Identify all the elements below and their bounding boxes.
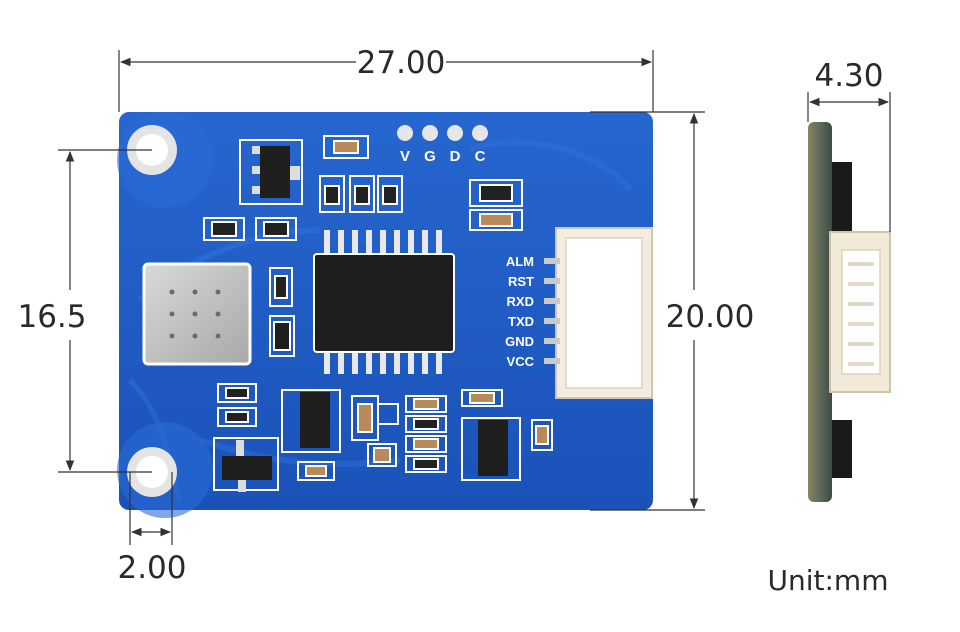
passive-components <box>203 135 553 481</box>
dimension-hole-offset-label: 2.00 <box>117 550 186 586</box>
silk-label-d: D <box>450 148 461 165</box>
regulator-chip-top <box>239 139 303 205</box>
pin-label-gnd: GND <box>505 334 534 349</box>
silk-label-g: G <box>424 148 436 165</box>
pin-label-alm: ALM <box>506 254 534 269</box>
pin-labels: ALM RST RXD TXD GND VCC <box>505 254 534 369</box>
dimension-width: 27.00 <box>118 45 654 112</box>
dimension-width-label: 27.00 <box>357 45 446 81</box>
transistor-chip-right <box>461 417 521 481</box>
sensor-shield-can <box>142 262 252 366</box>
dimension-height-label: 20.00 <box>666 299 755 335</box>
transistor-chip-left <box>281 389 341 453</box>
pin-label-rxd: RXD <box>507 294 534 309</box>
unit-label: Unit:mm <box>768 564 889 597</box>
pin-label-rst: RST <box>508 274 534 289</box>
dimension-thickness: 4.30 <box>807 58 891 232</box>
sot23-chip-bottom <box>213 437 279 492</box>
pin-label-txd: TXD <box>508 314 534 329</box>
side-view-board <box>808 122 891 502</box>
silk-label-c: C <box>475 148 486 165</box>
main-ic-chip <box>313 230 455 374</box>
dimension-thickness-label: 4.30 <box>814 58 883 94</box>
silk-label-v: V <box>400 148 410 165</box>
pin-header-connector <box>544 227 653 399</box>
dimension-hole-spacing-label: 16.5 <box>17 299 86 335</box>
dimension-hole-offset: 2.00 <box>117 472 187 586</box>
dimension-hole-spacing: 16.5 <box>17 149 152 473</box>
pin-label-vcc: VCC <box>507 354 535 369</box>
dimension-height: 20.00 <box>590 111 755 511</box>
test-pads: V G D C <box>397 125 488 165</box>
